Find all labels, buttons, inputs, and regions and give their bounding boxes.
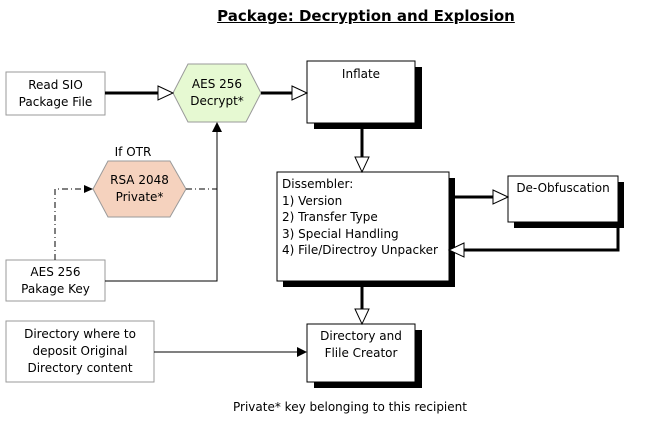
dissembler-heading: Dissembler: xyxy=(282,177,354,191)
deobf-return-arrowhead xyxy=(447,242,465,258)
decrypt-to-inflate-arrowhead xyxy=(291,85,309,101)
dissembler-item-version: 1) Version xyxy=(282,193,343,208)
dissembler-box xyxy=(276,171,450,282)
dissembler-to-deobf-arrowhead xyxy=(492,189,510,205)
deobfuscation-box xyxy=(507,175,619,223)
dissembler-label: Dissembler: 1) Version 2) Transfer Type … xyxy=(282,176,448,259)
key-to-decrypt-arrowhead xyxy=(212,122,222,132)
read-sio-box xyxy=(5,71,106,116)
inflate-box xyxy=(306,60,416,124)
inflate-to-dissembler-arrowhead xyxy=(354,156,370,174)
otr-key-to-rsa-arrowhead xyxy=(84,185,93,193)
aes-decrypt-label: AES 256 Decrypt* xyxy=(190,77,244,108)
aes-key-box xyxy=(5,259,106,302)
aes-key-label: AES 256 Pakage Key xyxy=(21,265,90,296)
footnote: Private* key belonging to this recipient xyxy=(233,400,467,414)
dir-creator-label: Directory and Flile Creator xyxy=(320,329,402,360)
dissembler-item-unpacker: 4) File/Directroy Unpacker xyxy=(282,243,438,257)
dissembler-to-creator-arrowhead xyxy=(354,308,370,326)
read-sio-label: Read SIO Package File xyxy=(18,78,93,109)
deobf-return-line xyxy=(464,222,620,252)
directory-where-box xyxy=(5,320,155,383)
if-otr-label: If OTR xyxy=(114,145,152,159)
read-to-decrypt-arrowhead xyxy=(157,85,175,101)
directory-where-label: Directory where to deposit Original Dire… xyxy=(24,327,136,375)
diagram-title: Package: Decryption and Explosion xyxy=(217,7,515,25)
directory-to-creator-arrowhead xyxy=(297,347,307,357)
dir-creator-box xyxy=(306,323,416,383)
key-to-decrypt-line xyxy=(105,132,218,282)
dissembler-item-transfer-type: 2) Transfer Type xyxy=(282,210,378,224)
deobfuscation-label: De-Obfuscation xyxy=(516,181,610,195)
inflate-label: Inflate xyxy=(341,67,381,81)
dissembler-item-special-handling: 3) Special Handling xyxy=(282,226,399,241)
rsa-private-label: RSA 2048 Private* xyxy=(110,173,169,204)
otr-key-to-rsa-line xyxy=(54,188,84,260)
